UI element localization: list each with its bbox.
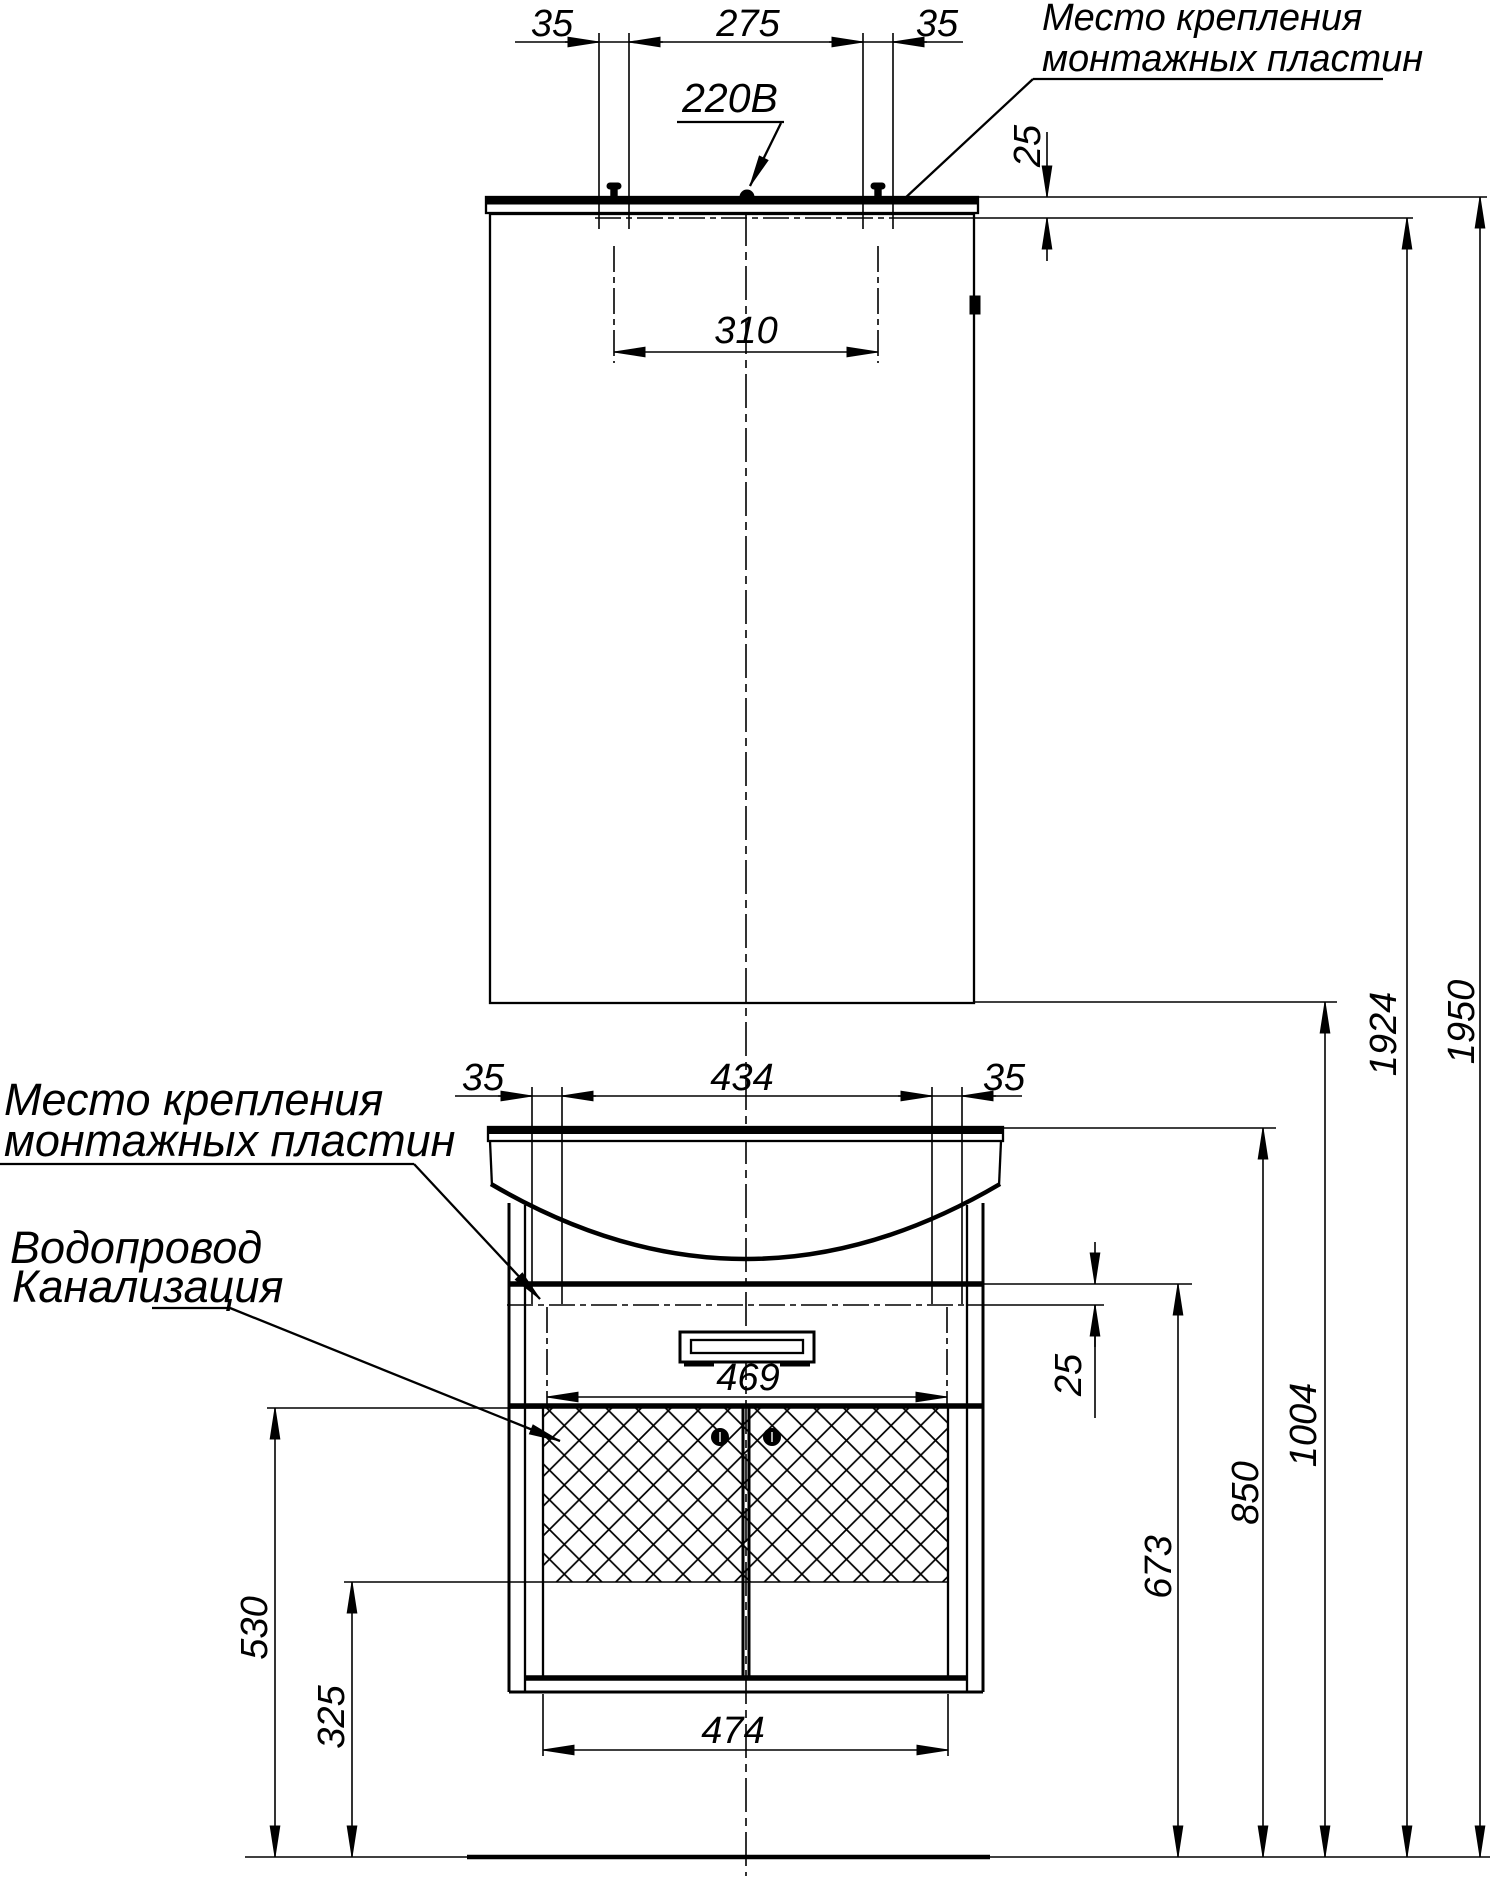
dim-value-1004: 1004 — [1283, 1383, 1325, 1468]
dim-value-top-275: 275 — [715, 3, 780, 45]
power-connection-point — [739, 189, 755, 205]
dim-bottom-offset-25: 25 — [507, 1242, 1104, 1418]
mounting-plates-callout-top: Место крепления монтажных пластин — [902, 0, 1423, 201]
dim-hatch-bottom-325: 325 — [311, 1581, 948, 1858]
power-callout: 220В — [677, 75, 784, 187]
plumbing-zone-hatch — [542, 1407, 949, 1583]
dim-overall-1950: 1950 — [1441, 196, 1486, 1858]
dim-value-top-25: 25 — [1007, 124, 1049, 168]
dim-value-mid-35-left: 35 — [462, 1057, 505, 1099]
door-knob-left-slot — [718, 1431, 722, 1443]
dim-hatch-top-530: 530 — [234, 1407, 543, 1858]
dim-screw-spacing-310: 310 — [613, 246, 879, 363]
dim-value-1924: 1924 — [1363, 992, 1405, 1077]
dim-value-top-35-right: 35 — [916, 3, 959, 45]
drawer-handle — [678, 1330, 816, 1367]
basin-right-edge — [997, 1140, 1003, 1187]
dim-plate-axis-1924: 1924 — [1363, 217, 1413, 1858]
dim-doors-width-474: 474 — [542, 1694, 949, 1756]
plumbing-label-1: Водопровод — [10, 1222, 262, 1273]
plumbing-callout: Водопровод Канализация — [10, 1222, 561, 1443]
basin-left-edge — [488, 1140, 494, 1187]
plumbing-label-2: Канализация — [12, 1261, 283, 1312]
dim-worktop-850: 850 — [1003, 1127, 1276, 1858]
dim-value-1950: 1950 — [1441, 980, 1483, 1065]
dim-top-plates: 35 275 35 — [515, 3, 963, 229]
dim-value-top-35-left: 35 — [531, 3, 574, 45]
mirror-side-bracket — [969, 295, 981, 315]
dim-value-673: 673 — [1138, 1535, 1180, 1598]
dim-value-474: 474 — [701, 1710, 764, 1752]
mirror-cabinet — [484, 182, 981, 1005]
dim-plate-spacing-469: 469 — [546, 1307, 948, 1404]
dim-value-mid-25: 25 — [1048, 1353, 1090, 1397]
dim-value-530: 530 — [234, 1596, 276, 1659]
countertop-top-edge — [487, 1126, 1004, 1134]
door-knob-right-slot — [770, 1431, 774, 1443]
dim-value-434: 434 — [710, 1057, 773, 1099]
vanity-unit — [486, 1125, 1005, 1694]
mounting-plates-top-label-1: Место крепления — [1042, 0, 1362, 39]
mounting-plates-left-label-1: Место крепления — [4, 1074, 383, 1125]
dim-value-310: 310 — [714, 310, 777, 352]
dim-top-offset-25: 25 — [595, 124, 1487, 261]
mirror-strip-top-edge — [485, 196, 979, 205]
dim-mirror-bottom-1004: 1004 — [974, 1001, 1337, 1858]
mounting-plates-callout-left: Место крепления монтажных пластин — [0, 1074, 541, 1300]
mirror-body — [488, 212, 976, 1005]
dim-value-850: 850 — [1225, 1461, 1267, 1524]
strip-screw-right — [870, 182, 886, 198]
strip-screw-left — [606, 182, 622, 198]
dim-bottom-plates: 35 434 35 — [455, 1057, 1026, 1304]
mounting-plates-left-label-2: монтажных пластин — [4, 1115, 455, 1166]
dim-value-469: 469 — [716, 1357, 779, 1399]
dim-value-mid-35-right: 35 — [983, 1057, 1026, 1099]
mounting-plates-top-label-2: монтажных пластин — [1042, 38, 1423, 80]
dim-value-325: 325 — [311, 1684, 353, 1748]
dim-cabinet-top-673: 673 — [984, 1283, 1192, 1858]
power-label: 220В — [681, 75, 778, 121]
